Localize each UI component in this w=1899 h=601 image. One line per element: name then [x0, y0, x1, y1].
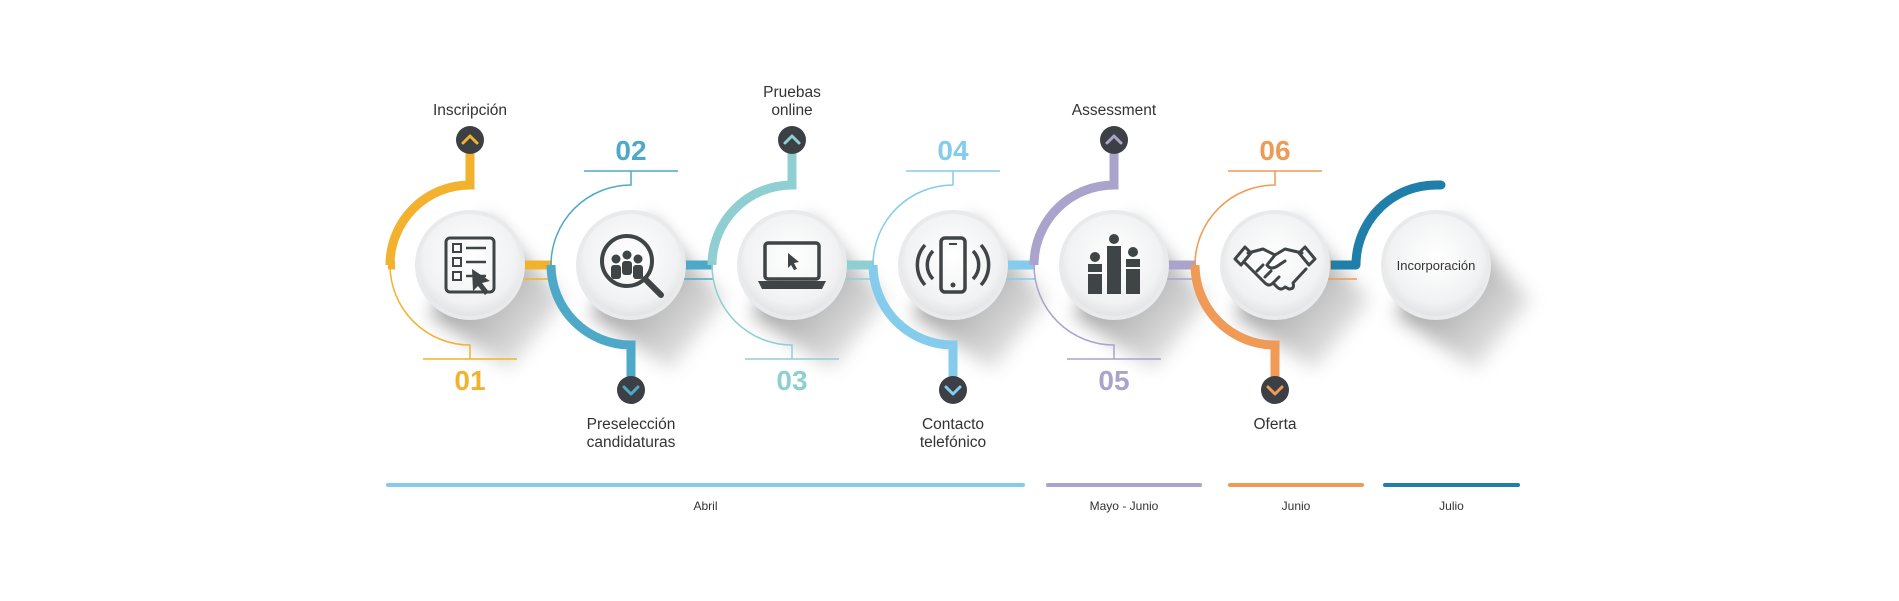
final-connector [388, 180, 1446, 270]
thick-connector [1351, 180, 1446, 270]
chevron-down-icon [617, 376, 645, 404]
period-1: Abril [386, 483, 1025, 513]
chevron-down-icon [1261, 376, 1289, 404]
step-number: 02 [615, 135, 646, 166]
step-label: candidaturas [587, 434, 676, 451]
circle-face [902, 214, 1004, 316]
circle-face [1224, 214, 1326, 316]
chevron-up-icon [456, 126, 484, 154]
step-label: Preselección [587, 416, 676, 433]
step-label: Inscripción [433, 102, 507, 119]
step-03-connector [707, 147, 874, 360]
step-circles [415, 210, 1491, 320]
period-3: Junio [1228, 483, 1364, 513]
step-label: telefónico [920, 434, 986, 451]
thin-connector [1194, 171, 1276, 266]
step-label: Contacto [922, 416, 984, 433]
step-06-circle [1220, 210, 1330, 320]
step-label: online [771, 102, 812, 119]
step-number: 04 [937, 135, 969, 166]
chevron-up-icon [1100, 126, 1128, 154]
phone-ringing-icon [915, 236, 991, 294]
checklist-cursor-icon [444, 236, 496, 295]
final-step-circle [1381, 210, 1491, 320]
step-01-circle [415, 210, 525, 320]
laptop-icon [758, 241, 826, 289]
period-label: Mayo - Junio [1090, 499, 1159, 513]
step-number: 03 [776, 365, 807, 396]
thick-connector [1190, 264, 1280, 383]
step-label: Oferta [1253, 416, 1296, 433]
step-number: 06 [1259, 135, 1290, 166]
period-2: Mayo - Junio [1046, 483, 1202, 513]
step-label: Assessment [1072, 102, 1157, 119]
step-label: Pruebas [763, 84, 821, 101]
period-label: Julio [1439, 499, 1464, 513]
thin-connector [1033, 264, 1115, 359]
thick-connector [868, 264, 958, 383]
circle-face [1385, 214, 1487, 316]
chevron-down-icon [939, 376, 967, 404]
circle-face [419, 214, 521, 316]
podium-people-icon [1088, 234, 1140, 294]
thin-connector [711, 264, 793, 359]
thick-connector [546, 264, 636, 383]
step-number: 05 [1098, 365, 1129, 396]
step-04-circle [898, 210, 1008, 320]
period-4: Julio [1383, 483, 1520, 513]
handshake-icon [1233, 245, 1317, 291]
thin-connector [389, 264, 471, 359]
thin-connector [550, 171, 632, 266]
people-magnifier-icon [600, 234, 664, 298]
period-label: Abril [693, 499, 717, 513]
chevron-up-icon [778, 126, 806, 154]
step-05-connector [1029, 147, 1196, 360]
connectors [385, 147, 1446, 383]
final-step-label: Incorporación [1397, 258, 1476, 273]
period-label: Junio [1282, 499, 1311, 513]
thick-connector [1029, 147, 1119, 266]
period-bars: Abril Mayo - Junio Junio Julio [386, 483, 1520, 513]
step-number: 01 [454, 365, 485, 396]
thin-connector [872, 171, 954, 266]
thick-connector [385, 147, 475, 266]
thick-connector [707, 147, 797, 266]
